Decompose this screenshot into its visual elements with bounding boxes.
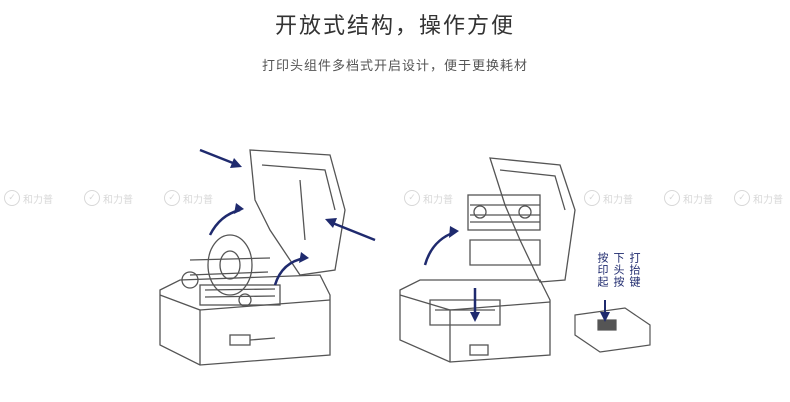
brand-logo-icon: ✓: [164, 190, 180, 206]
watermark-text: 和力普: [103, 194, 133, 206]
button-label-col1: 打抬键: [628, 252, 641, 288]
watermark-text: 和力普: [423, 194, 453, 206]
watermark-text: 和力普: [683, 194, 713, 206]
watermark: ✓ 和力普: [664, 190, 713, 206]
button-label-col2: 下头按: [612, 252, 625, 288]
button-label-col3: 按印起: [596, 252, 609, 288]
watermark-text: 和力普: [183, 194, 213, 206]
brand-logo-icon: ✓: [84, 190, 100, 206]
watermark: ✓ 和力普: [584, 190, 633, 206]
page-title: 开放式结构，操作方便: [274, 14, 515, 39]
brand-logo-icon: ✓: [404, 190, 420, 206]
button-detail: [574, 300, 651, 353]
watermark: ✓ 和力普: [4, 190, 53, 206]
watermark: ✓ 和力普: [404, 190, 453, 206]
watermark: ✓ 和力普: [84, 190, 133, 206]
watermark-text: 和力普: [23, 194, 53, 206]
watermark-row: ✓ 和力普 ✓ 和力普 ✓ 和力普 ✓ 和力普 ✓ 和力普 ✓ 和力普 ✓ 和力…: [0, 190, 790, 212]
watermark: ✓ 和力普: [164, 190, 213, 206]
brand-logo-icon: ✓: [4, 190, 20, 206]
left-printer: [159, 149, 346, 366]
watermark-text: 和力普: [603, 194, 633, 206]
left-arrows: [199, 148, 376, 286]
right-printer: [399, 157, 576, 363]
watermark: ✓ 和力普: [734, 190, 783, 206]
brand-logo-icon: ✓: [664, 190, 680, 206]
watermark-text: 和力普: [753, 194, 783, 206]
brand-logo-icon: ✓: [734, 190, 750, 206]
page-subtitle: 打印头组件多档式开启设计，便于更换耗材: [261, 59, 528, 74]
brand-logo-icon: ✓: [584, 190, 600, 206]
